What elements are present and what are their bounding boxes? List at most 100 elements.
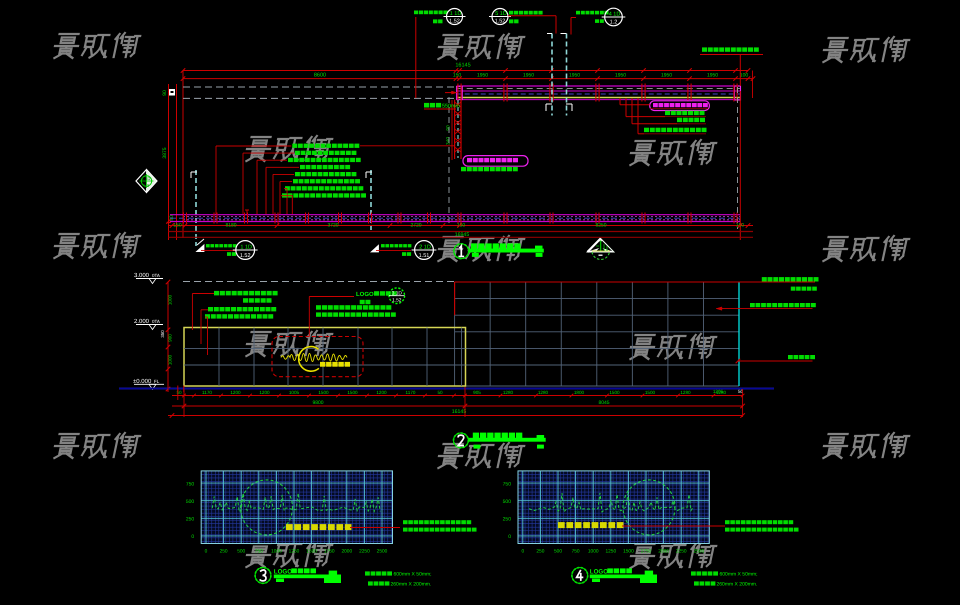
svg-text:1280: 1280 [680, 390, 691, 395]
svg-text:1000: 1000 [168, 354, 173, 365]
svg-text:2250: 2250 [359, 548, 370, 554]
svg-text:16145: 16145 [455, 63, 470, 69]
svg-text:1200: 1200 [230, 390, 241, 395]
svg-text:2720: 2720 [410, 222, 421, 228]
svg-text:1000: 1000 [588, 548, 599, 554]
svg-text:3 1D: 3 1D [392, 291, 403, 297]
svg-text:750: 750 [255, 548, 263, 554]
svg-text:50: 50 [738, 389, 744, 394]
svg-text:150: 150 [453, 73, 462, 79]
svg-text:250: 250 [503, 517, 512, 523]
svg-text:900: 900 [168, 334, 173, 342]
svg-text:9800: 9800 [312, 400, 323, 406]
svg-text:250: 250 [220, 548, 228, 554]
svg-text:1500: 1500 [318, 390, 329, 395]
svg-text:260mm X 200mm.: 260mm X 200mm. [391, 582, 432, 588]
svg-text:2500: 2500 [377, 548, 388, 554]
svg-text:16145: 16145 [452, 409, 467, 415]
svg-text:8045: 8045 [598, 400, 609, 406]
svg-text:50: 50 [176, 390, 182, 395]
svg-text:250: 250 [186, 517, 195, 523]
svg-text:1.3: 1.3 [143, 183, 149, 188]
svg-text:LOGO: LOGO [356, 291, 374, 298]
svg-text:1005: 1005 [289, 390, 300, 395]
svg-text:1950: 1950 [523, 73, 534, 79]
svg-text:150: 150 [457, 222, 466, 228]
svg-text:1 1D: 1 1D [450, 11, 462, 17]
svg-text:1500: 1500 [623, 548, 634, 554]
svg-text:1750: 1750 [324, 548, 335, 554]
svg-text:1280: 1280 [538, 390, 549, 395]
svg-text:500: 500 [503, 499, 512, 505]
svg-text:1950: 1950 [707, 73, 718, 79]
svg-text:500: 500 [554, 548, 562, 554]
svg-text:±0.000: ±0.000 [133, 378, 152, 385]
svg-text:2 1D: 2 1D [419, 245, 431, 251]
svg-text:750: 750 [186, 481, 195, 487]
svg-text:0: 0 [508, 534, 511, 540]
svg-text:1 1D: 1 1D [142, 176, 151, 181]
svg-text:50: 50 [437, 390, 443, 395]
svg-text:1170: 1170 [406, 390, 416, 395]
svg-text:750: 750 [572, 548, 580, 554]
svg-text:1250: 1250 [289, 548, 300, 554]
svg-text:FL: FL [154, 379, 160, 384]
svg-text:8180: 8180 [225, 222, 236, 228]
svg-text:250: 250 [536, 548, 544, 554]
svg-text:340: 340 [446, 137, 452, 145]
svg-text:3.000: 3.000 [134, 272, 150, 279]
svg-text:500: 500 [237, 548, 245, 554]
svg-text:1.52: 1.52 [449, 18, 460, 24]
svg-text:1950: 1950 [661, 73, 672, 79]
svg-text:90: 90 [162, 90, 168, 96]
svg-text:2.000: 2.000 [134, 318, 150, 325]
svg-text:1750: 1750 [641, 548, 652, 554]
svg-text:1950: 1950 [477, 73, 488, 79]
svg-text:1 1D: 1 1D [240, 245, 252, 251]
svg-text:5 1D: 5 1D [495, 11, 507, 17]
svg-text:100: 100 [740, 73, 749, 79]
svg-text:550mm: 550mm [442, 104, 460, 110]
svg-text:16945: 16945 [455, 232, 470, 238]
svg-text:1170: 1170 [202, 390, 212, 395]
svg-text:1280: 1280 [716, 390, 727, 395]
svg-text:1205: 1205 [713, 389, 724, 394]
svg-text:3875: 3875 [162, 147, 168, 158]
svg-text:1.52: 1.52 [495, 18, 506, 24]
svg-text:8600: 8600 [314, 73, 326, 79]
svg-text:1.2: 1.2 [610, 20, 618, 26]
svg-text:4 1D: 4 1D [609, 12, 621, 18]
svg-text:1500: 1500 [347, 390, 358, 395]
svg-text:1250: 1250 [605, 548, 616, 554]
svg-text:1.52: 1.52 [240, 253, 251, 259]
svg-text:8250: 8250 [595, 222, 606, 228]
svg-text:905: 905 [473, 390, 481, 395]
svg-text:150: 150 [173, 222, 182, 228]
svg-text:1000: 1000 [168, 294, 173, 305]
svg-text:1.52: 1.52 [392, 298, 402, 304]
svg-text:3720: 3720 [327, 222, 338, 228]
svg-text:LOGO: LOGO [274, 569, 292, 576]
svg-text:1950: 1950 [615, 73, 626, 79]
svg-text:1.51: 1.51 [419, 253, 430, 259]
svg-text:0: 0 [521, 548, 524, 554]
svg-text:2500: 2500 [693, 548, 704, 554]
svg-text:600mm X 50mm;: 600mm X 50mm; [720, 572, 758, 578]
svg-text:1000: 1000 [271, 548, 282, 554]
svg-text:1280: 1280 [503, 390, 514, 395]
svg-text:1500: 1500 [645, 390, 656, 395]
svg-text:0: 0 [205, 548, 208, 554]
svg-text:2000: 2000 [341, 548, 352, 554]
svg-text:90: 90 [446, 125, 452, 131]
svg-text:0: 0 [191, 534, 194, 540]
svg-text:1500: 1500 [609, 390, 620, 395]
svg-text:1500: 1500 [306, 548, 317, 554]
svg-text:350: 350 [160, 330, 165, 338]
svg-text:750: 750 [503, 481, 512, 487]
svg-text:600mm X 50mm;: 600mm X 50mm; [394, 572, 432, 578]
svg-text:1200: 1200 [376, 390, 387, 395]
svg-text:1200: 1200 [259, 390, 270, 395]
svg-text:500: 500 [186, 499, 195, 505]
svg-text:260mm X 200mm.: 260mm X 200mm. [717, 582, 758, 588]
svg-text:LOGO: LOGO [590, 569, 608, 576]
